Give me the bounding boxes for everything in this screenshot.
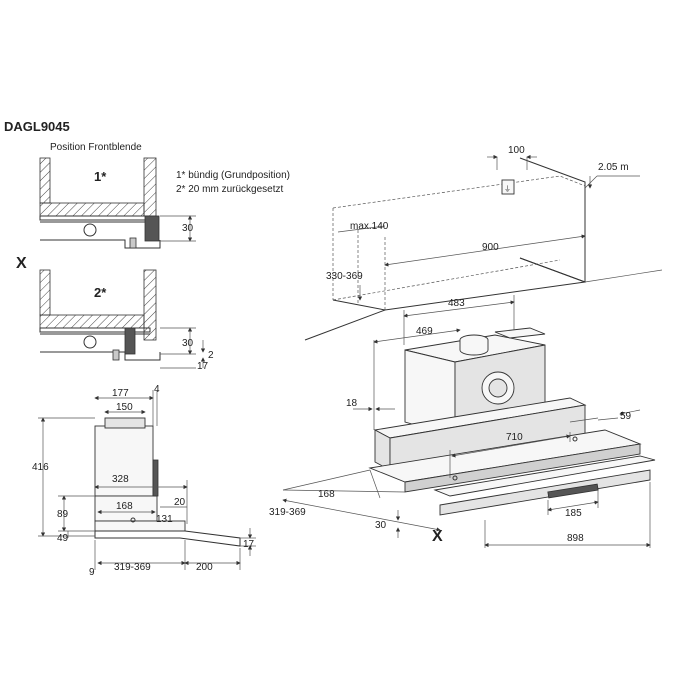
dim-319-369-side: 319-369 — [114, 562, 151, 573]
dim-319-369-iso: 319-369 — [269, 507, 306, 518]
dim-710: 710 — [506, 432, 523, 443]
side-extension-drawer — [94, 530, 241, 547]
x-marker-left: X — [16, 255, 27, 272]
handle-2 — [112, 349, 120, 361]
side-motor-housing — [94, 425, 154, 497]
dim-185: 185 — [565, 508, 582, 519]
dim-330-369: 330-369 — [326, 271, 363, 282]
screw-left — [452, 475, 458, 481]
socket — [501, 179, 515, 195]
dim-469: 469 — [416, 326, 433, 337]
detail-1: 1* 30 1* bündig (Grundposition) 2* 20 mm… — [39, 157, 290, 249]
dim-17-detail: 17 — [197, 361, 209, 372]
side-screw — [130, 517, 136, 523]
dim-328: 328 — [112, 474, 129, 485]
side-hood-body — [94, 495, 158, 522]
model-title: DAGL9045 — [4, 119, 70, 134]
dim-898: 898 — [567, 533, 584, 544]
dim-9: 9 — [89, 567, 95, 578]
outlet-collar — [459, 334, 489, 356]
cabinet-outline — [332, 175, 586, 310]
hood-body-1 — [40, 221, 161, 249]
dim-177: 177 — [112, 388, 129, 399]
dim-416: 416 — [32, 462, 49, 473]
dim-168-iso: 168 — [318, 489, 335, 500]
detail-2: 2* 30 2 17 — [39, 269, 214, 372]
detail-2-marker: 2* — [94, 285, 107, 300]
dim-150: 150 — [116, 402, 133, 413]
socket-icon: ⏚ — [504, 185, 511, 193]
fan-inner — [488, 378, 508, 398]
hood-top-1 — [39, 215, 151, 221]
handle-1 — [129, 237, 137, 249]
dim-18: 18 — [346, 398, 358, 409]
legend-1: 1* bündig (Grundposition) — [176, 170, 290, 181]
dim-30-iso: 30 — [375, 520, 387, 531]
dim-max-140: max.140 — [350, 221, 389, 232]
damper-box — [494, 327, 546, 339]
wall-right-2 — [143, 269, 157, 341]
front-panel-heading: Position Frontblende — [50, 142, 142, 153]
x-marker-iso: X — [432, 528, 443, 545]
drawer-top — [433, 455, 656, 497]
drawer-handle — [547, 483, 599, 499]
dim-4: 4 — [154, 384, 160, 395]
wall-left-2 — [39, 269, 51, 316]
side-outlet — [104, 417, 146, 429]
screw-right — [572, 436, 578, 442]
detail-1-marker: 1* — [94, 169, 107, 184]
legend-2: 2* 20 mm zurückgesetzt — [176, 184, 283, 195]
dim-20: 20 — [174, 497, 186, 508]
dim-168: 168 — [116, 501, 133, 512]
dim-30-top: 30 — [182, 223, 194, 234]
dim-2-05: 2.05 m — [598, 162, 629, 173]
front-panel-2 — [124, 327, 136, 355]
front-panel-1 — [144, 215, 160, 242]
dim-900: 900 — [482, 242, 499, 253]
isometric-view: ⏚ 100 2.05 m max.140 900 330-369 — [269, 145, 663, 548]
dim-200: 200 — [196, 562, 213, 573]
wall-left-1 — [39, 157, 51, 204]
cabinet-bottom-1 — [39, 202, 145, 217]
dim-131: 131 — [156, 514, 173, 525]
front-panel-detail: Position Frontblende 1* 30 1* bündig (Gr… — [16, 142, 290, 372]
hood-fan-1 — [83, 223, 97, 237]
dim-2: 2 — [208, 350, 214, 361]
hood-body-2 — [40, 333, 161, 361]
wall-right-1 — [143, 157, 157, 217]
hood-top-2 — [39, 327, 151, 333]
dim-17-side: 17 — [243, 539, 255, 550]
side-view: 177 4 150 416 328 20 89 168 131 49 17 — [32, 384, 256, 578]
wall-line — [519, 157, 586, 283]
side-back-flange — [152, 459, 159, 497]
dim-89: 89 — [57, 509, 69, 520]
cabinet-bottom-edge — [332, 257, 586, 311]
hood-fan-2 — [83, 335, 97, 349]
dim-59: 59 — [620, 411, 632, 422]
dim-30-bottom: 30 — [182, 338, 194, 349]
dim-100: 100 — [508, 145, 525, 156]
dim-483: 483 — [448, 298, 465, 309]
cabinet-bottom-2 — [39, 314, 145, 329]
dim-49: 49 — [57, 533, 69, 544]
